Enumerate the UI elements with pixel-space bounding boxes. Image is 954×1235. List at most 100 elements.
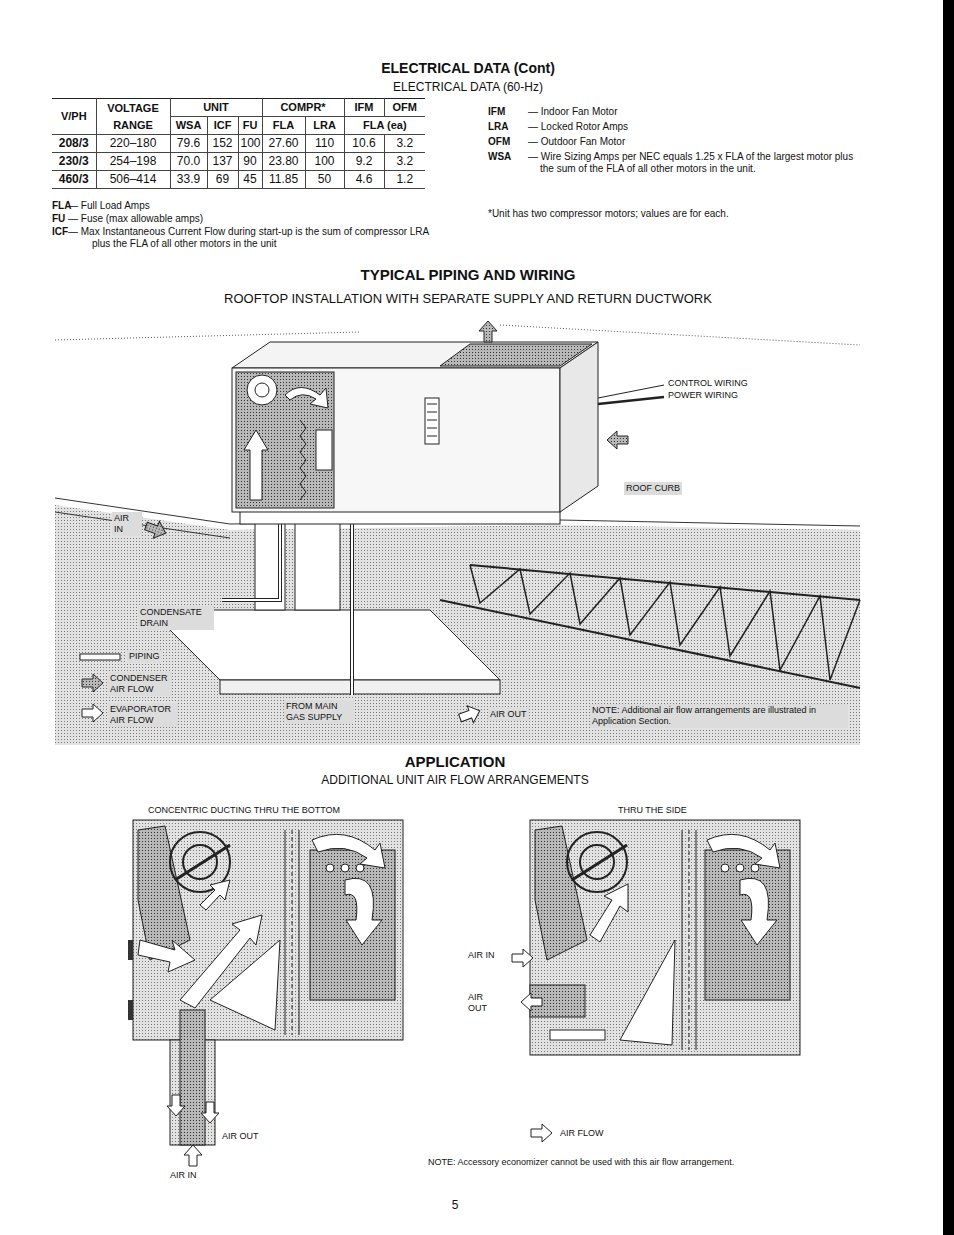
side-airflow-diagram-part <box>567 832 627 892</box>
section-heading: APPLICATION <box>255 753 655 771</box>
roof-truss-part <box>470 565 860 680</box>
table-text: 3.2 <box>396 136 413 150</box>
piping-part <box>222 522 280 600</box>
table-cell: 152 <box>207 135 238 153</box>
rooftop-unit-part <box>425 398 439 444</box>
rooftop-unit-part <box>427 420 437 421</box>
side-airflow-diagram-part <box>696 830 697 1050</box>
table-cell: 27.60 <box>262 135 305 153</box>
side-airflow-diagram-part <box>535 826 587 960</box>
table-text: 11.85 <box>269 172 298 186</box>
bottom-airflow-diagram-part <box>167 1095 185 1116</box>
definition: — Wire Sizing Amps per NEC equals 1.25 x… <box>528 151 856 175</box>
table-cell: 33.9 <box>170 171 207 189</box>
table-cell: 79.6 <box>170 135 207 153</box>
callout-label: AIR OUT <box>488 708 529 721</box>
rooftop-unit-part <box>427 412 437 413</box>
section-heading: TYPICAL PIPING AND WIRING <box>218 266 718 284</box>
table-cell: 254–198 <box>96 153 170 171</box>
note: NOTE: Accessory economizer cannot be use… <box>428 1157 878 1168</box>
side-airflow-diagram-part <box>590 884 628 942</box>
table-cell: WSA <box>170 117 207 135</box>
bottom-airflow-diagram-part <box>138 826 190 960</box>
rooftop-illustration <box>55 321 860 745</box>
legend-samples-part <box>82 674 103 692</box>
definition: — Indoor Fan Motor <box>528 106 853 118</box>
flow-arrows-part <box>607 431 628 449</box>
abbreviation: IFM <box>488 106 528 118</box>
table-cell: 3.2 <box>384 153 425 171</box>
table-cell: LRA <box>305 117 344 135</box>
table-row: 460/3506–41433.9694511.85504.61.2 <box>52 171 425 189</box>
legend-text: AIR FLOW <box>560 1128 650 1139</box>
side-airflow-diagram-part <box>689 830 690 1050</box>
table-cell: 70.0 <box>170 153 207 171</box>
table-cell: 208/3 <box>52 135 96 153</box>
table-cell: FLA (ea) <box>344 117 425 135</box>
table-cell: 10.6 <box>344 135 384 153</box>
page-title: ELECTRICAL DATA (Cont) <box>268 60 668 77</box>
table-cell: 220–180 <box>96 135 170 153</box>
table-cell: V/PH <box>52 99 96 135</box>
table-cell: 230/3 <box>52 153 96 171</box>
rooftop-unit-part <box>255 383 269 397</box>
table-cell: COMPR* <box>262 99 344 117</box>
table-text: 220–180 <box>110 136 157 150</box>
rooftop-unit-part <box>300 420 306 500</box>
table-row: V/PHVOLTAGE RANGEUNITCOMPR*IFMOFM <box>52 99 425 117</box>
bottom-airflow-diagram-part <box>292 830 293 1035</box>
legend-text: PIPING <box>127 650 162 663</box>
bottom-airflow-diagram-part <box>183 845 217 879</box>
table-text: FLA (ea) <box>363 119 407 131</box>
section-subheading: ROOFTOP INSTALLATION WITH SEPARATE SUPPL… <box>168 291 768 307</box>
ducts <box>255 512 340 610</box>
bottom-airflow-diagram-part <box>128 1000 133 1020</box>
table-cell: 100 <box>305 153 344 171</box>
table-text: FU <box>243 119 258 131</box>
wiring-part <box>598 385 664 398</box>
table-text: 10.6 <box>352 136 375 150</box>
table-text: 90 <box>243 154 256 168</box>
table-cell: 110 <box>305 135 344 153</box>
callout-label: FROM MAIN GAS SUPPLY <box>284 700 354 724</box>
definition: — Fuse (max allowable amps) <box>68 213 428 225</box>
side-airflow-diagram-part <box>531 1124 552 1142</box>
table-cell: 9.2 <box>344 153 384 171</box>
side-airflow-diagram-part <box>620 940 675 1045</box>
electrical-data-table: V/PHVOLTAGE RANGEUNITCOMPR*IFMOFMWSAICFF… <box>52 98 425 189</box>
table-text: LRA <box>313 119 336 131</box>
flow-arrows-part <box>457 702 483 726</box>
side-airflow-diagram-part <box>705 850 790 1000</box>
bottom-airflow-diagram-part <box>299 830 300 1035</box>
abbreviation: OFM <box>488 136 528 148</box>
callout-label: AIR OUT <box>468 992 492 1014</box>
rooftop-unit-part <box>427 428 437 429</box>
rooftop-unit-part <box>285 388 328 409</box>
table-cell: 3.2 <box>384 135 425 153</box>
definition: — Locked Rotor Amps <box>528 121 853 133</box>
table-text: VOLTAGE RANGE <box>107 102 159 131</box>
bottom-airflow-diagram-part <box>201 1102 219 1123</box>
table-text: 27.60 <box>269 136 299 150</box>
side-airflow-diagram-part <box>580 845 614 879</box>
callout-label: AIR IN <box>468 950 508 961</box>
bottom-airflow-diagram-part <box>285 830 286 1035</box>
bottom-airflow-diagram-part <box>210 940 280 1030</box>
callout-label: AIR IN <box>170 1170 210 1181</box>
table-text: V/PH <box>61 110 87 122</box>
callout-label: CONTROL WIRING <box>668 378 778 389</box>
supply-plenum-part <box>220 680 500 694</box>
rooftop-illustration-part <box>55 512 230 538</box>
table-text: WSA <box>176 119 202 131</box>
table-text: 45 <box>243 172 256 186</box>
table-text: 137 <box>212 154 232 168</box>
abbreviation: WSA <box>488 151 528 163</box>
table-cell: 50 <box>305 171 344 189</box>
definition: — Outdoor Fan Motor <box>528 136 853 148</box>
table-text: 230/3 <box>59 154 89 168</box>
rooftop-unit-part <box>244 430 268 500</box>
table-cell: IFM <box>344 99 384 117</box>
table-text: 110 <box>315 136 334 150</box>
diagram-caption: CONCENTRIC DUCTING THRU THE BOTTOM <box>148 805 408 816</box>
